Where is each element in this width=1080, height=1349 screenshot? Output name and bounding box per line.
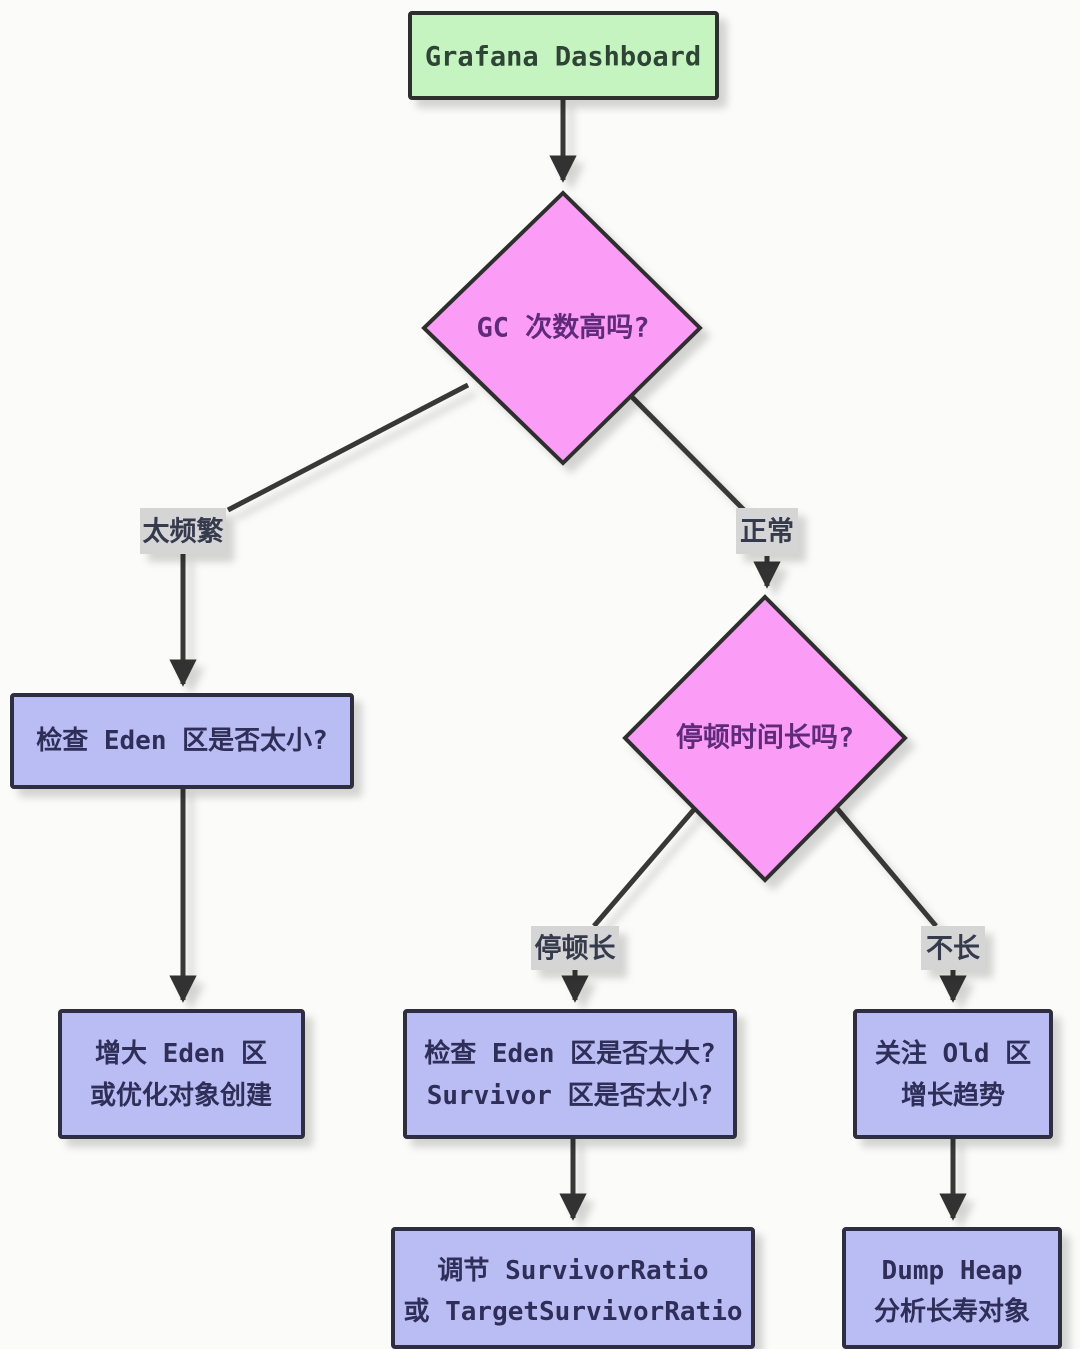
decision-pause-time-label: 停顿时间长吗? — [676, 722, 854, 754]
branch-label-pause-long-bg — [531, 926, 619, 970]
decision-pause-time — [622, 594, 908, 883]
edge-gc-to-normal — [630, 395, 746, 512]
branch-label-normal: 正常 — [740, 517, 794, 548]
process-watch-old-line2: 增长趋势 — [901, 1080, 1005, 1111]
nodes: Grafana Dashboard GC 次数高吗? 检查 Eden 区是否太小… — [10, 11, 1062, 1349]
process-increase-eden — [58, 1009, 305, 1139]
edge-pause-to-pause-long — [592, 804, 699, 928]
process-adjust-ratio — [391, 1227, 755, 1349]
branch-label-not-long: 不长 — [926, 934, 981, 965]
branch-label-not-long-bg — [921, 926, 985, 970]
process-adjust-ratio-line2: 或 TargetSurvivorRatio — [403, 1297, 742, 1327]
process-adjust-ratio-line1: 调节 SurvivorRatio — [437, 1256, 708, 1286]
process-dump-heap-line2: 分析长寿对象 — [874, 1296, 1030, 1327]
edges — [169, 99, 967, 1221]
process-increase-eden-line1: 增大 Eden 区 — [95, 1038, 267, 1069]
process-watch-old-line1: 关注 Old 区 — [875, 1038, 1031, 1069]
decision-gc-count-label: GC 次数高吗? — [476, 312, 649, 344]
decision-gc-count — [421, 190, 703, 466]
start-node-label: Grafana Dashboard — [425, 42, 701, 73]
branch-label-too-frequent: 太频繁 — [143, 517, 225, 548]
process-watch-old — [853, 1009, 1053, 1139]
branch-label-normal-bg — [736, 508, 798, 554]
process-check-eden-small-label: 检查 Eden 区是否太小? — [36, 725, 328, 756]
process-dump-heap — [842, 1227, 1062, 1349]
process-check-eden-small — [10, 693, 354, 789]
process-dump-heap-line1: Dump Heap — [882, 1256, 1023, 1286]
branch-label-too-frequent-bg — [140, 508, 226, 554]
process-check-eden-big-line1: 检查 Eden 区是否太大? — [424, 1038, 716, 1069]
edge-labels: 太频繁 正常 停顿长 不长 — [140, 508, 985, 970]
process-increase-eden-line2: 或优化对象创建 — [90, 1080, 272, 1111]
edge-pause-to-not-long — [833, 804, 938, 928]
branch-label-pause-long: 停顿长 — [535, 933, 617, 965]
process-check-eden-big-line2: Survivor 区是否太小? — [427, 1081, 714, 1111]
edge-gc-to-too-frequent — [226, 382, 470, 513]
process-check-eden-big — [403, 1009, 737, 1139]
start-node — [408, 11, 719, 100]
